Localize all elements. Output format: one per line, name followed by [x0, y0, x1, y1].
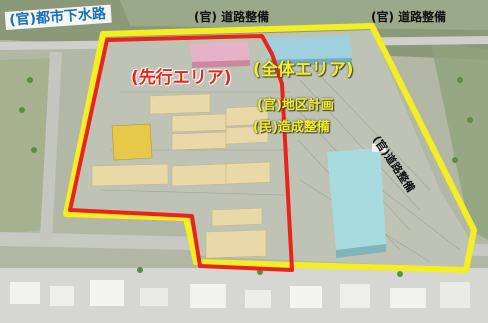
road-label-top-left: (官) 道路整備: [194, 10, 270, 24]
all-area-boundary: [63, 23, 477, 273]
advance-area-boundary: [68, 34, 294, 272]
road-label-top-right: (官) 道路整備: [371, 10, 447, 24]
development-label: (民)造成整備: [253, 120, 330, 135]
all-area-label: (全体エリア): [253, 60, 354, 80]
advance-area-label: (先行エリア): [131, 68, 232, 88]
district-plan-label: (官)地区計画: [257, 98, 334, 113]
